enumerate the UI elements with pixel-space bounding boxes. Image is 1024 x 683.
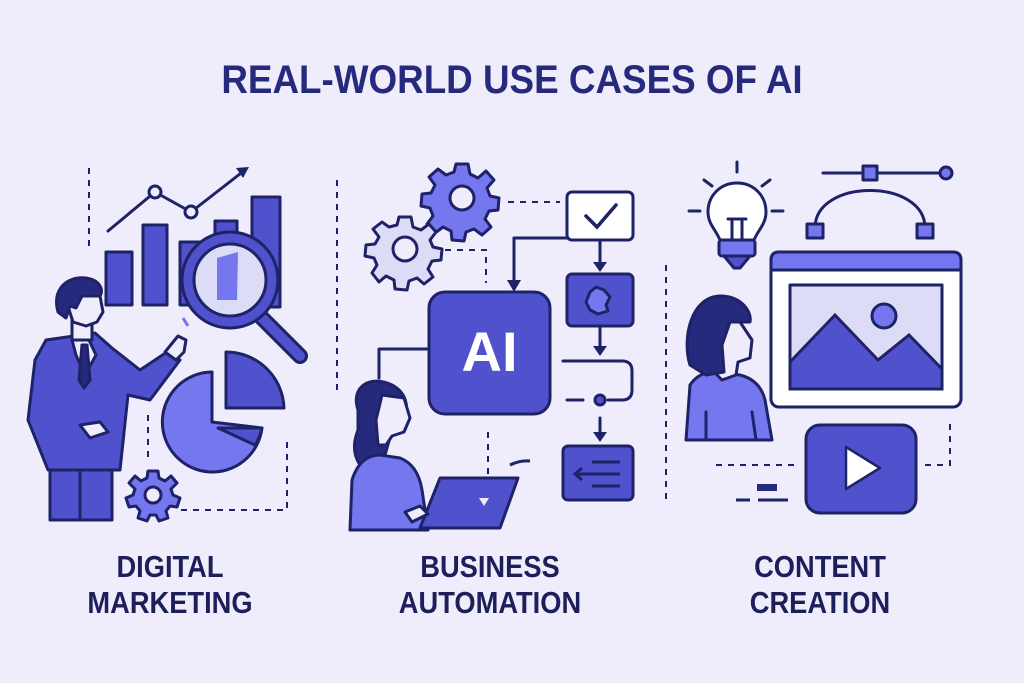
label-line: CREATION	[749, 585, 891, 620]
label-line: AUTOMATION	[398, 585, 582, 620]
pie-chart-icon	[160, 350, 286, 474]
label-business-automation: BUSINESS AUTOMATION	[384, 549, 595, 621]
checkbox-icon	[565, 190, 635, 242]
video-play-icon	[804, 423, 918, 515]
label-line: CONTENT	[754, 549, 886, 584]
gear-icon	[363, 215, 444, 292]
label-line: MARKETING	[87, 585, 253, 620]
image-window-icon	[769, 250, 963, 409]
label-content-creation: CONTENT CREATION	[732, 549, 908, 621]
gear-icon	[419, 162, 501, 243]
list-icon	[561, 444, 635, 502]
bezier-curve-icon	[805, 164, 954, 240]
puzzle-icon	[565, 272, 635, 328]
digital-marketing-illustration	[26, 167, 338, 523]
gear-icon	[124, 469, 182, 523]
lightbulb-icon	[687, 160, 785, 270]
business-automation-illustration	[348, 162, 667, 532]
flow-arrow-icon	[561, 359, 634, 442]
magnifying-glass-icon	[180, 230, 308, 364]
woman-laptop-icon	[348, 379, 520, 532]
label-digital-marketing: DIGITAL MARKETING	[73, 549, 267, 621]
ai-badge-label: AI	[461, 320, 518, 383]
content-creation-illustration	[684, 160, 963, 515]
woman-icon	[684, 294, 774, 442]
ai-box-icon	[427, 290, 552, 416]
trend-line-icon	[106, 167, 249, 233]
label-line: DIGITAL	[116, 549, 224, 584]
label-line: BUSINESS	[420, 549, 560, 584]
page-title: REAL-WORLD USE CASES OF AI	[221, 58, 803, 102]
businessman-icon	[26, 276, 190, 522]
